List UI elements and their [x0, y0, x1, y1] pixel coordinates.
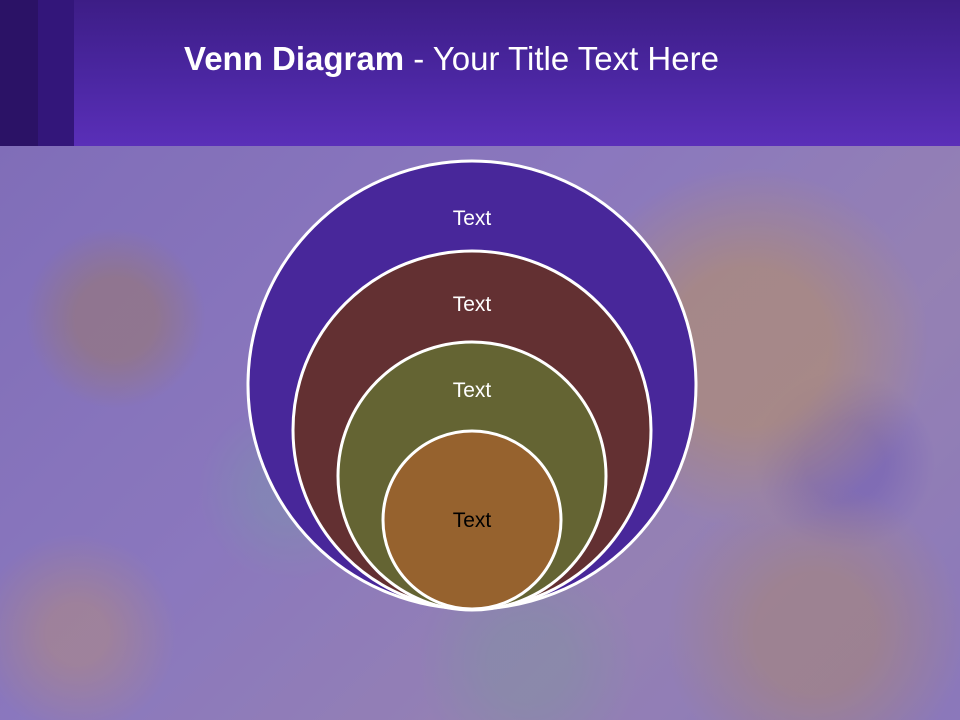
- ring-outer-label: Text: [453, 207, 492, 230]
- ring-inner[interactable]: Text: [381, 429, 563, 611]
- header-stripe-dark: [0, 0, 38, 146]
- ring-inner-label: Text: [453, 509, 492, 532]
- slide-title[interactable]: Venn Diagram - Your Title Text Here: [184, 40, 719, 78]
- ring-second-label: Text: [453, 293, 492, 316]
- slide-title-rest: - Your Title Text Here: [404, 40, 719, 77]
- ring-inner-circle: [381, 429, 563, 611]
- ring-third-label: Text: [453, 379, 492, 402]
- title-bar: Venn Diagram - Your Title Text Here: [0, 0, 960, 146]
- header-stripe-mid: [38, 0, 74, 146]
- slide-title-bold: Venn Diagram: [184, 40, 405, 77]
